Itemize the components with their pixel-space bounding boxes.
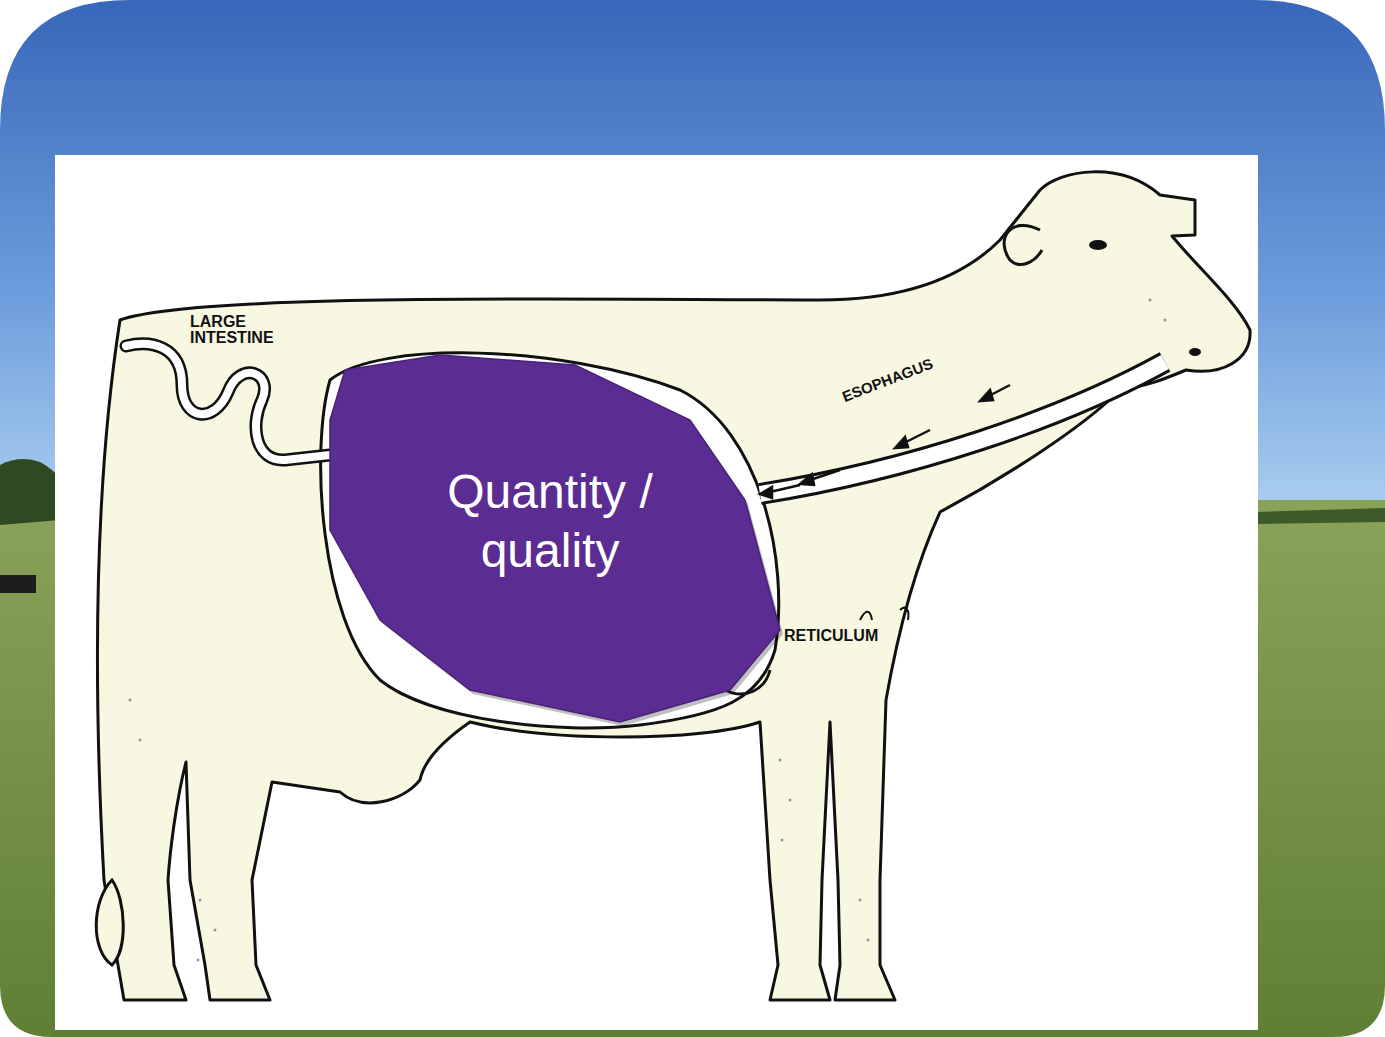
eye	[1089, 240, 1107, 250]
nostril	[1189, 348, 1201, 356]
ear	[1004, 225, 1042, 264]
part-name: LARGE INTESTINE	[190, 314, 308, 346]
diagram-panel	[55, 155, 1258, 1030]
large-intestine-channel	[126, 344, 330, 460]
trees	[0, 459, 60, 525]
esophagus-channel	[760, 362, 1165, 494]
trees	[1255, 508, 1385, 524]
body-mark	[860, 608, 908, 620]
distant-cow	[0, 575, 36, 593]
rumen-fill	[330, 355, 780, 722]
flow-arrows	[760, 385, 1010, 498]
esophagus	[760, 362, 1165, 494]
large-intestine	[126, 344, 330, 460]
cow-outline	[97, 172, 1250, 1000]
part-name: RETICULUM	[784, 628, 878, 644]
rumen-shape: Quantity / quality	[325, 352, 783, 724]
node-label: Quantity / quality	[385, 463, 715, 580]
tail-switch	[96, 880, 123, 965]
leg-shading	[129, 299, 1167, 962]
